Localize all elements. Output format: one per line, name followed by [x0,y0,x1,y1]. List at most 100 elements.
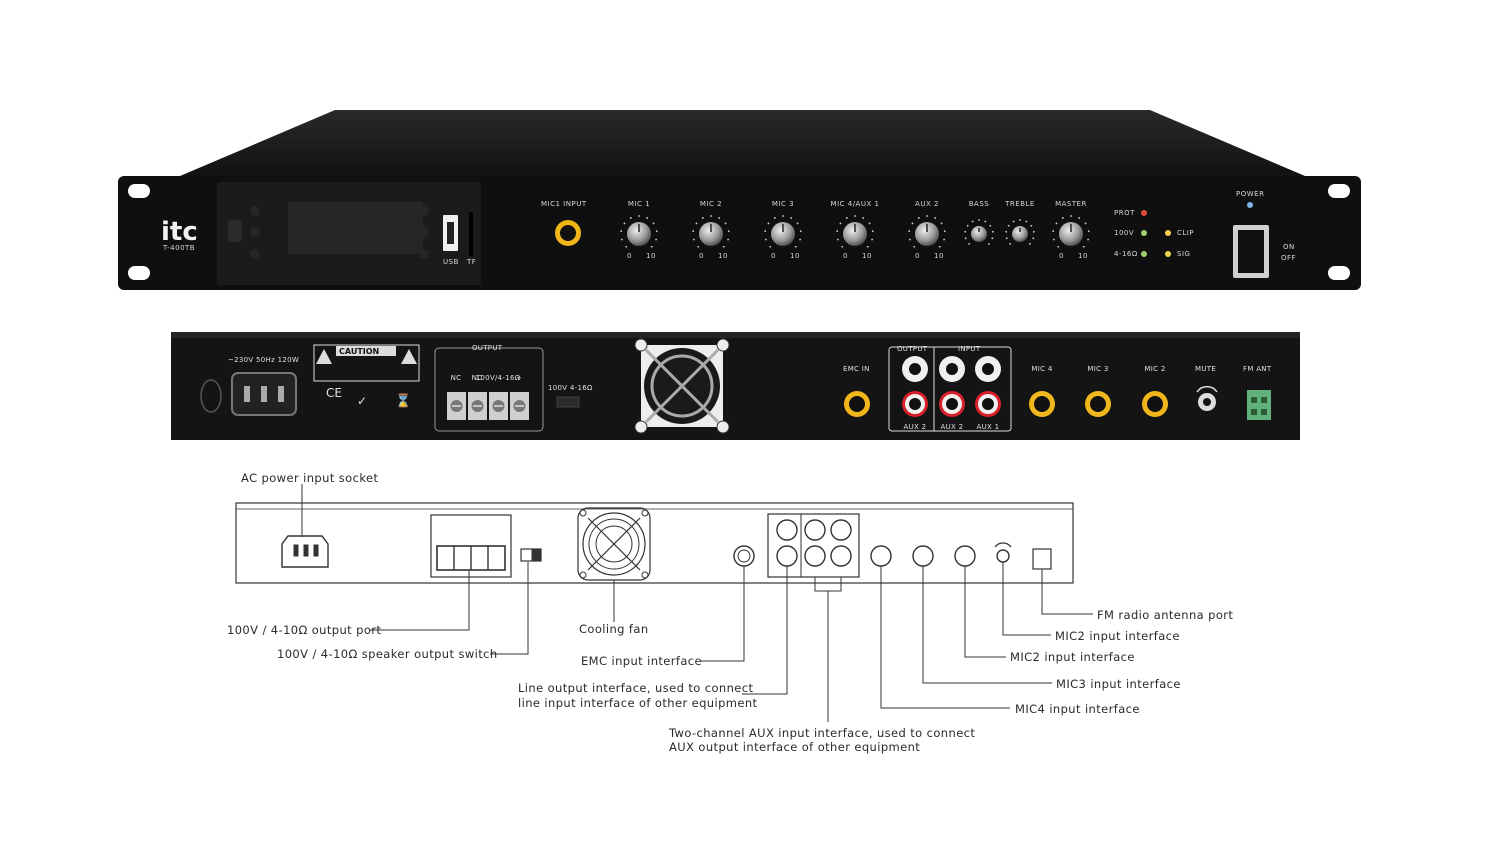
knob-scale-dot [987,242,990,245]
lead-mic3 [922,566,1052,684]
power-label: POWER [1236,190,1264,198]
knob-scale-dot [978,219,980,221]
rca-frame [888,346,1012,432]
media-button-6[interactable] [419,249,429,259]
drawing-mute-terminal [996,549,1010,563]
lead-aux-bracket [814,577,842,592]
callouts: AC power input socket 100V / 4-10Ω outpu… [227,471,1233,754]
knob-scale-dot [1087,230,1090,233]
rack-hole-br [1328,266,1350,280]
knob-scale-max: 10 [934,252,944,260]
rack-hole-bl [128,266,150,280]
knob-label-treble: TREBLE [1004,200,1035,208]
knob-mic-2[interactable] [699,222,723,246]
terminal-label-nc: NC [472,374,483,382]
terminal-label-100v-4-16: 100V/4-16Ω [476,374,521,382]
knob-scale-dot [968,242,971,245]
knob-aux-2[interactable] [915,222,939,246]
emc-mark-icon: ✓ [357,394,367,408]
ce-mark-icon: CE [326,386,342,400]
callout-mic4: MIC4 input interface [1015,702,1140,716]
knob-scale-dot [1012,220,1015,223]
knob-scale-dot [710,215,712,217]
fan-guard-bar-2 [644,348,720,424]
ground-screw [200,379,222,413]
usb-port-slot [447,222,454,244]
callout-line-output-2: line input interface of other equipment [518,696,758,710]
fm-antenna-terminal[interactable] [1247,390,1271,420]
drawing-fan-ring-1 [582,512,646,576]
knob-scale-max: 10 [1078,252,1088,260]
media-button-3[interactable] [250,249,260,259]
fm-ant-label: FM ANT [1243,365,1272,373]
drawing-mic4-jack [870,545,892,567]
drawing-speaker-switch-knob [531,548,542,562]
callout-aux-input-2: AUX output interface of other equipment [669,740,920,754]
knob-scale-dot [934,217,937,219]
indicator-label-100v: 100V [1114,229,1134,237]
speaker-output-switch[interactable] [556,396,580,408]
knob-scale-dot [764,238,767,241]
rca-label-1: AUX 2 [904,423,927,431]
rear-panel-drawing [235,484,1093,722]
knob-scale-max: 10 [646,252,656,260]
knob-scale-dot [871,230,874,233]
rca-label-2: AUX 2 [941,423,964,431]
iec-pin-1 [244,386,250,402]
knob-scale-min: 0 [915,252,920,260]
knob-scale-dot [646,217,649,219]
media-button-2[interactable] [250,227,260,237]
tf-card-slot[interactable] [469,212,473,256]
drawing-mute-arc [994,542,1012,548]
lead-speaker-switch [490,562,529,655]
media-button-5[interactable] [419,227,429,237]
knob-scale-dot [836,238,839,241]
knob-scale-dot [1032,237,1035,240]
knob-scale-dot [991,237,994,240]
fm-antenna-pin-4 [1261,409,1267,415]
knob-scale-min: 0 [1059,252,1064,260]
knob-label-mic-3: MIC 3 [772,200,794,208]
power-switch[interactable] [1238,230,1264,273]
drawing-ac-pin-3 [313,544,319,557]
knob-mic-1[interactable] [627,222,651,246]
knob-bass[interactable] [971,226,987,242]
mute-label: MUTE [1195,365,1216,373]
callout-ac-power: AC power input socket [241,471,378,485]
lead-line-output [742,566,788,695]
knob-scale-dot [964,237,967,240]
knob-scale-dot [764,230,767,233]
drawing-rca-4 [776,545,798,567]
caution-label-box [313,344,420,382]
knob-scale-dot [913,245,916,248]
fm-antenna-pin-3 [1251,409,1257,415]
drawing-rca-1 [776,519,798,541]
knob-scale-dot [984,220,987,223]
media-button-1[interactable] [250,206,260,216]
knob-scale-dot [1005,230,1008,233]
output-terminal-frame [434,347,544,432]
media-button-4[interactable] [419,206,429,216]
fan-screw-br [716,420,730,434]
cooling-fan [634,338,730,434]
knob-scale-dot [799,230,802,233]
knob-scale-dot [871,238,874,241]
ir-window [228,220,242,242]
knob-scale-dot [692,230,695,233]
knob-scale-dot [964,230,967,233]
knob-scale-dot [1082,245,1085,248]
knob-treble[interactable] [1012,226,1028,242]
drawing-ac-pin-2 [303,544,309,557]
rca-white-hole [982,363,994,375]
knob-mic-4-aux-1[interactable] [843,222,867,246]
lead-mic2-b [964,566,1006,658]
knob-scale-dot [841,245,844,248]
knob-mic-3[interactable] [771,222,795,246]
knob-master[interactable] [1059,222,1083,246]
drawing-fan-screw-tl [579,509,587,517]
rca-input-label: INPUT [958,345,981,353]
indicator-label-prot: PROT [1114,209,1135,217]
